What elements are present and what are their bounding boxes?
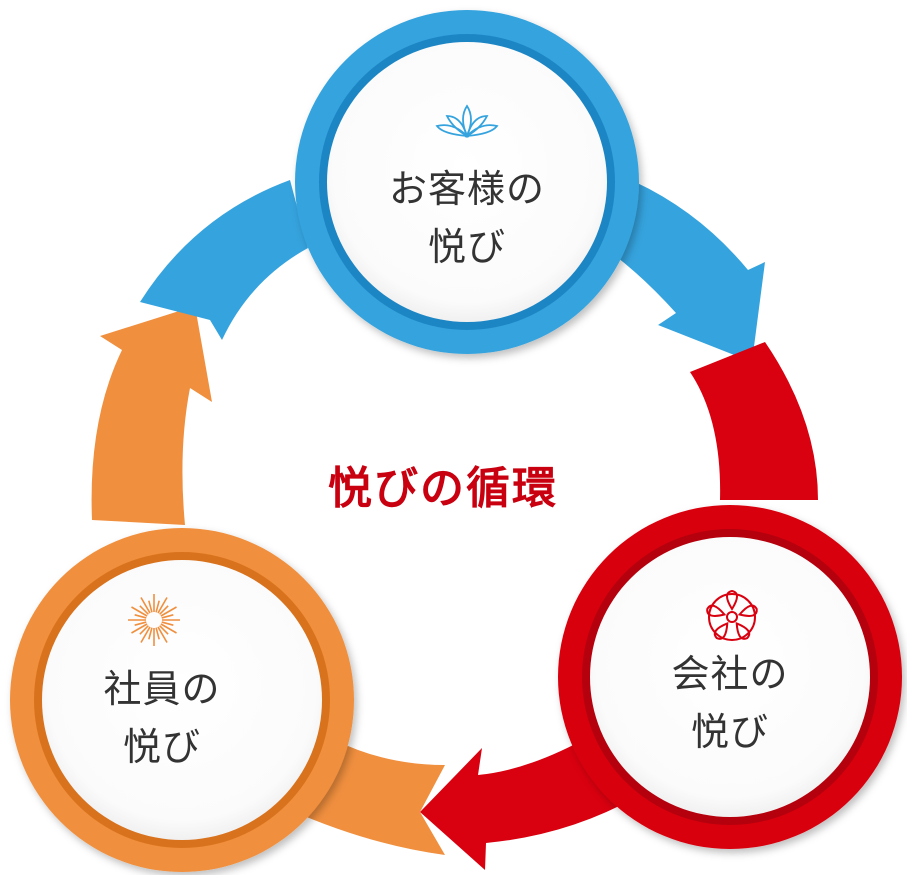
- firework-ray: [134, 614, 147, 619]
- firework-ray: [131, 606, 148, 617]
- employee-label-line2: 悦び: [122, 725, 201, 769]
- firework-ray: [155, 627, 160, 640]
- sakura-icon: [706, 589, 758, 641]
- node-customer: [295, 10, 639, 354]
- firework-ray: [155, 600, 160, 613]
- firework-ray: [139, 625, 149, 635]
- firework-ray: [148, 600, 153, 613]
- firework-ray: [131, 623, 148, 634]
- customer-label: お客様の 悦び: [357, 160, 577, 276]
- firework-ray: [161, 621, 174, 626]
- node-employee: [10, 528, 354, 872]
- node-company: [558, 505, 902, 849]
- company-label: 会社の 悦び: [620, 645, 840, 761]
- firework-ray: [148, 627, 153, 640]
- firework-ray: [160, 606, 177, 617]
- employee-label: 社員の 悦び: [52, 660, 272, 776]
- firework-ray: [161, 614, 174, 619]
- arrow-customer-upper-left: [140, 180, 308, 340]
- firework-ray: [139, 605, 149, 615]
- firework-ray: [157, 626, 168, 643]
- arrow-company-to-employee: [690, 342, 818, 500]
- firework-ray: [159, 625, 169, 635]
- firework-ray: [140, 597, 151, 614]
- arrow-employee-to-customer: [91, 306, 212, 525]
- firework-ray: [157, 597, 168, 614]
- company-label-line1: 会社の: [671, 652, 789, 696]
- firework-ray: [160, 623, 177, 634]
- lotus-icon: [435, 104, 499, 139]
- center-title: 悦びの循環: [328, 463, 558, 514]
- firework-ray: [134, 621, 147, 626]
- customer-label-line1: お客様の: [388, 167, 545, 211]
- company-label-line2: 悦び: [690, 710, 769, 754]
- employee-label-line1: 社員の: [103, 667, 221, 711]
- firework-icon: [128, 594, 180, 646]
- customer-label-line2: 悦び: [427, 225, 506, 269]
- firework-ray: [159, 605, 169, 615]
- firework-ray: [140, 626, 151, 643]
